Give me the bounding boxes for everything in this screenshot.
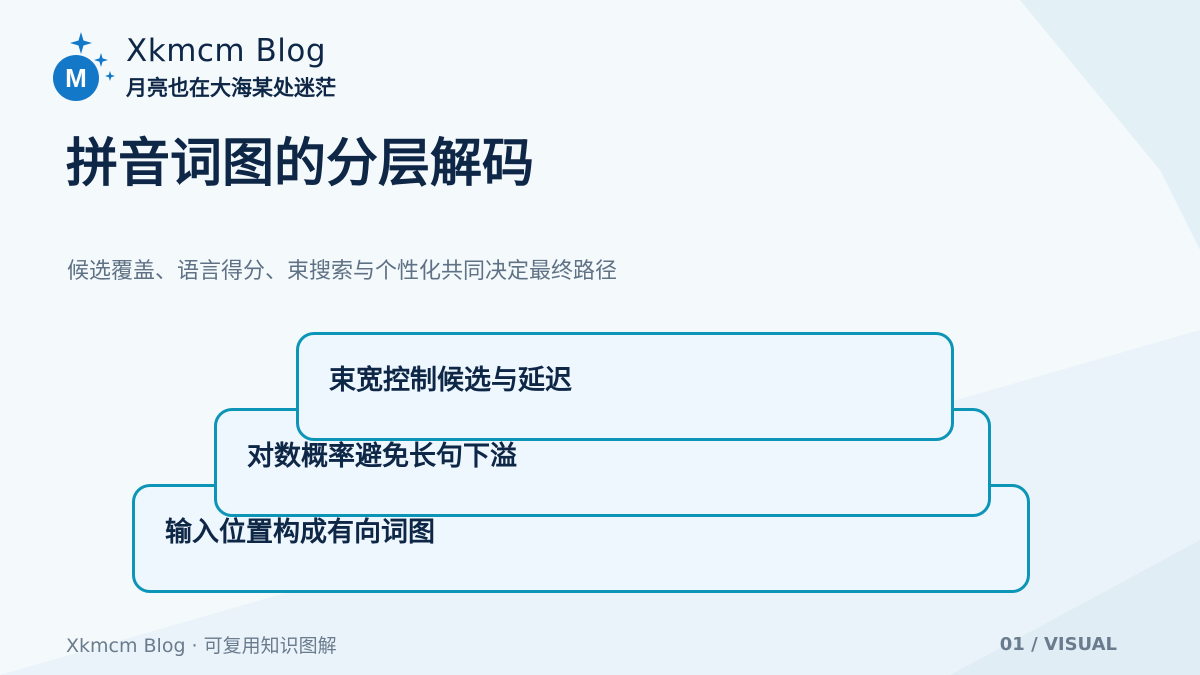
footer-source: Xkmcm Blog · 可复用知识图解 [66,635,337,657]
page-title: 拼音词图的分层解码 [66,134,535,194]
layer-label: 束宽控制候选与延迟 [329,365,572,396]
brand-name: Xkmcm Blog [126,33,327,69]
logo-letter: M [65,63,87,93]
layer-label: 输入位置构成有向词图 [165,517,435,548]
brand-tagline: 月亮也在大海某处迷茫 [126,76,336,100]
layer-card-top: 束宽控制候选与延迟 [296,332,954,441]
layer-label: 对数概率避免长句下溢 [247,441,517,472]
page-subtitle: 候选覆盖、语言得分、束搜索与个性化共同决定最终路径 [67,259,618,284]
footer-page-indicator: 01 / VISUAL [999,634,1117,655]
blog-logo-icon: M [53,32,115,101]
brand-block: M Xkmcm Blog 月亮也在大海某处迷茫 [52,32,362,102]
